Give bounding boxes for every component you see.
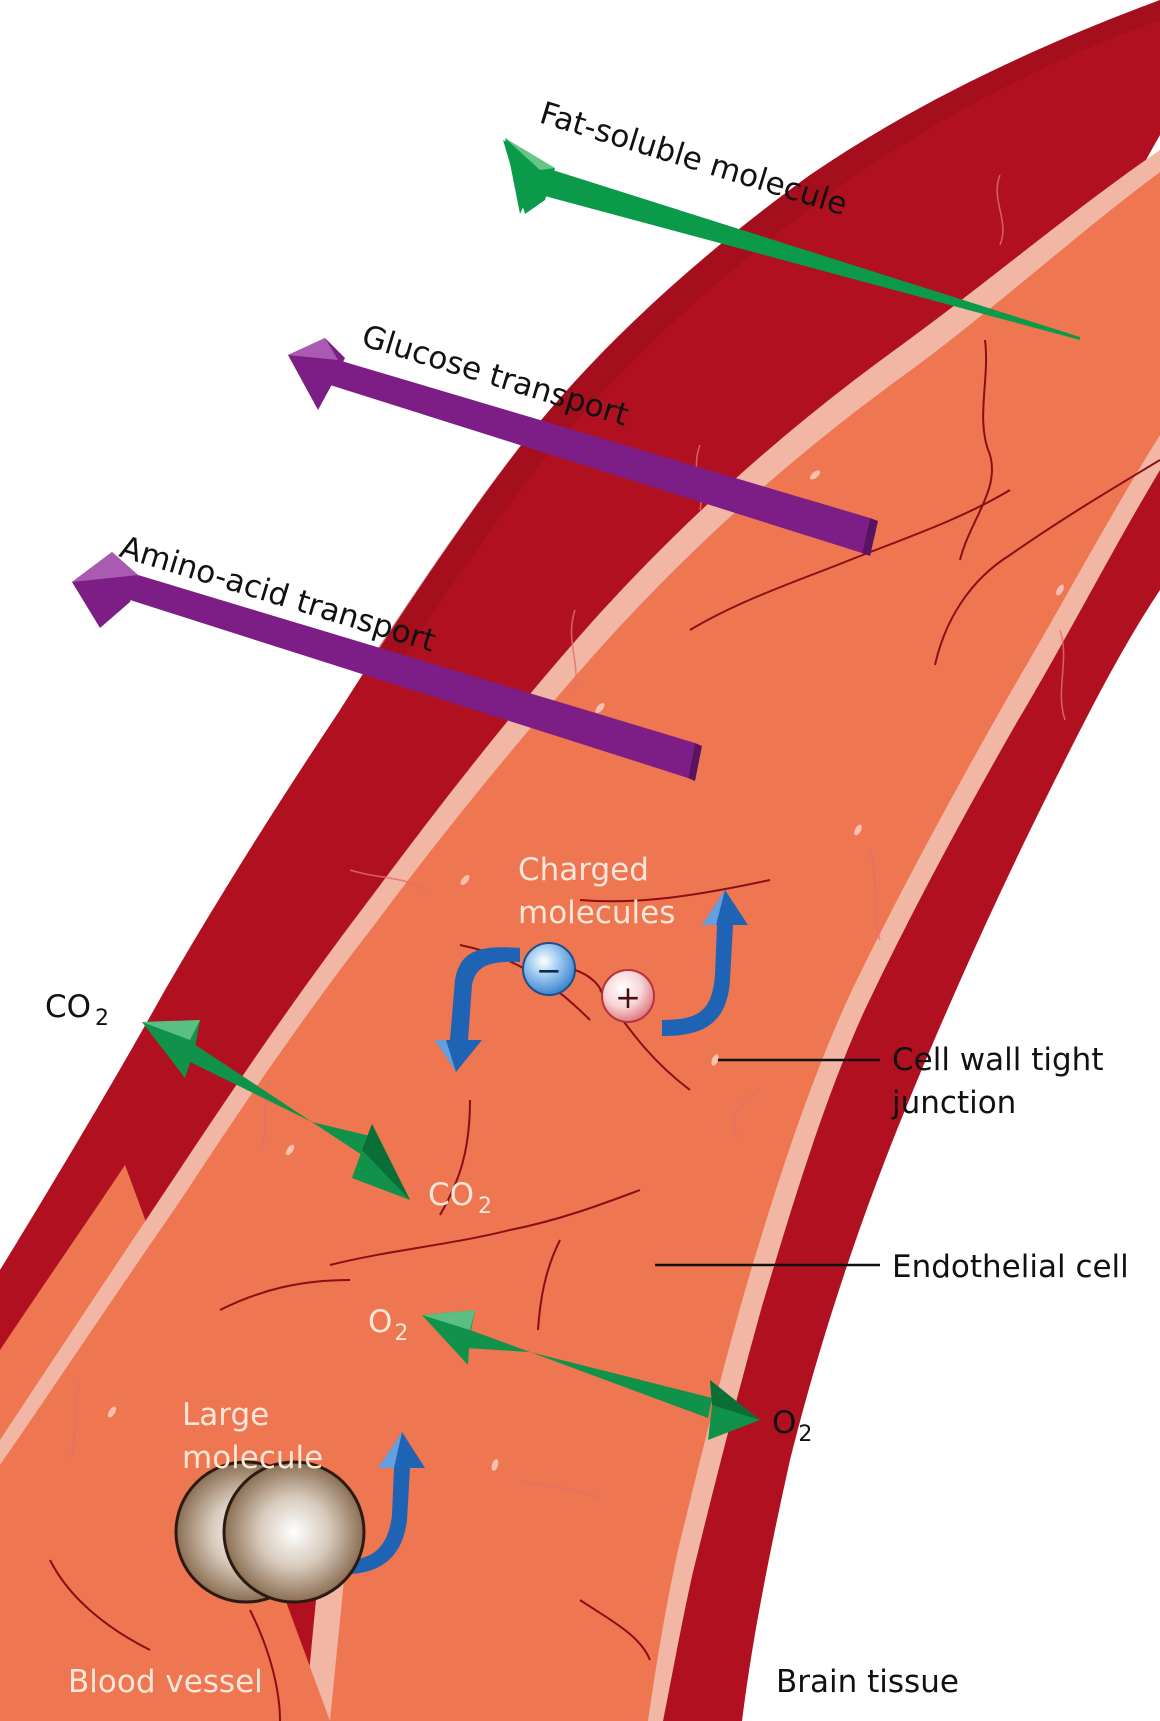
minus-sign: −	[536, 953, 562, 989]
tight-junction-label-2: junction	[891, 1085, 1016, 1121]
blue-arrows-highlight	[378, 890, 725, 1468]
vessel-lumen	[0, 172, 1160, 1721]
negative-ion: −	[522, 942, 576, 996]
membrane-junctions	[107, 470, 1064, 1471]
tight-junction-label-1: Cell wall tight	[892, 1042, 1103, 1078]
large-molecule	[174, 1460, 366, 1604]
endothelial-label: Endothelial cell	[892, 1249, 1129, 1285]
pointer-lines	[655, 1058, 880, 1267]
brain-tissue-label: Brain tissue	[776, 1664, 959, 1700]
positive-ion: +	[601, 969, 655, 1023]
charged-label-1: Charged	[518, 852, 649, 888]
plus-sign: +	[615, 980, 641, 1016]
cell-boundaries	[49, 339, 1160, 1721]
co2-arrows	[142, 1020, 410, 1200]
o2-outside-label: O2	[772, 1405, 812, 1447]
wall-cracks	[69, 174, 1066, 1501]
glucose-transport-arrow	[288, 338, 878, 556]
blue-arrows	[338, 890, 748, 1575]
large-molecule-label-2: molecule	[182, 1440, 323, 1476]
fat-soluble-arrow	[503, 138, 1080, 340]
large-molecule-label-1: Large	[182, 1397, 269, 1433]
blood-vessel-label: Blood vessel	[68, 1664, 263, 1700]
o2-inside-label: O2	[368, 1304, 408, 1346]
o2-arrows	[422, 1310, 760, 1440]
vessel-wall-right	[663, 470, 1160, 1721]
amino-acid-transport-arrow	[72, 552, 702, 781]
charged-label-2: molecules	[518, 895, 675, 931]
